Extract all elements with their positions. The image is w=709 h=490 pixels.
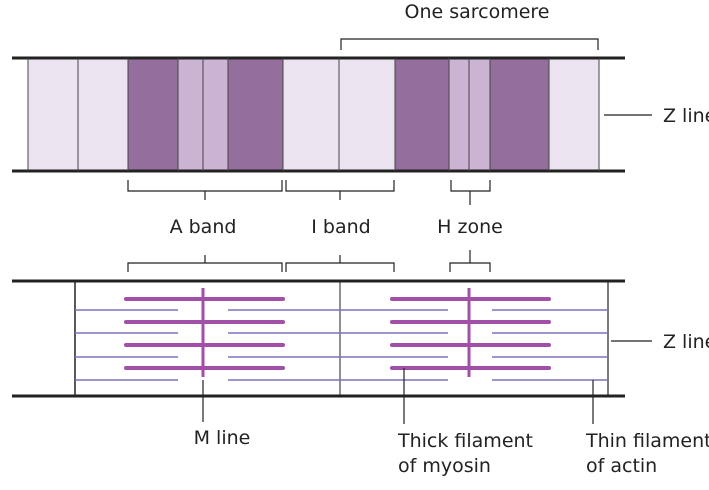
z-line-label-top: Z line (663, 105, 709, 127)
m-line-ticks (201, 288, 471, 377)
thick-filament-label-line1: Thick filament (397, 430, 533, 452)
i-band-label: I band (311, 216, 370, 238)
filament-structure (12, 279, 625, 398)
sarcomere-label: One sarcomere (404, 1, 549, 23)
m-line-label: M line (194, 427, 251, 449)
i-band-segment (549, 58, 599, 171)
bottom-pointers (202, 368, 594, 424)
myofibril-bands (12, 56, 625, 173)
thick-filament-label-line2: of myosin (398, 455, 491, 477)
a-band-label: A band (170, 216, 237, 238)
thin-filament-label-line2: of actin (586, 455, 657, 477)
z-line-label-bottom: Z line (663, 331, 709, 353)
thin-filament-label-line1: Thin filament (585, 430, 709, 452)
actin-filaments (75, 309, 608, 381)
h-zone-label: H zone (437, 216, 503, 238)
middle-brackets (127, 180, 491, 272)
sarcomere-bracket (340, 38, 599, 50)
